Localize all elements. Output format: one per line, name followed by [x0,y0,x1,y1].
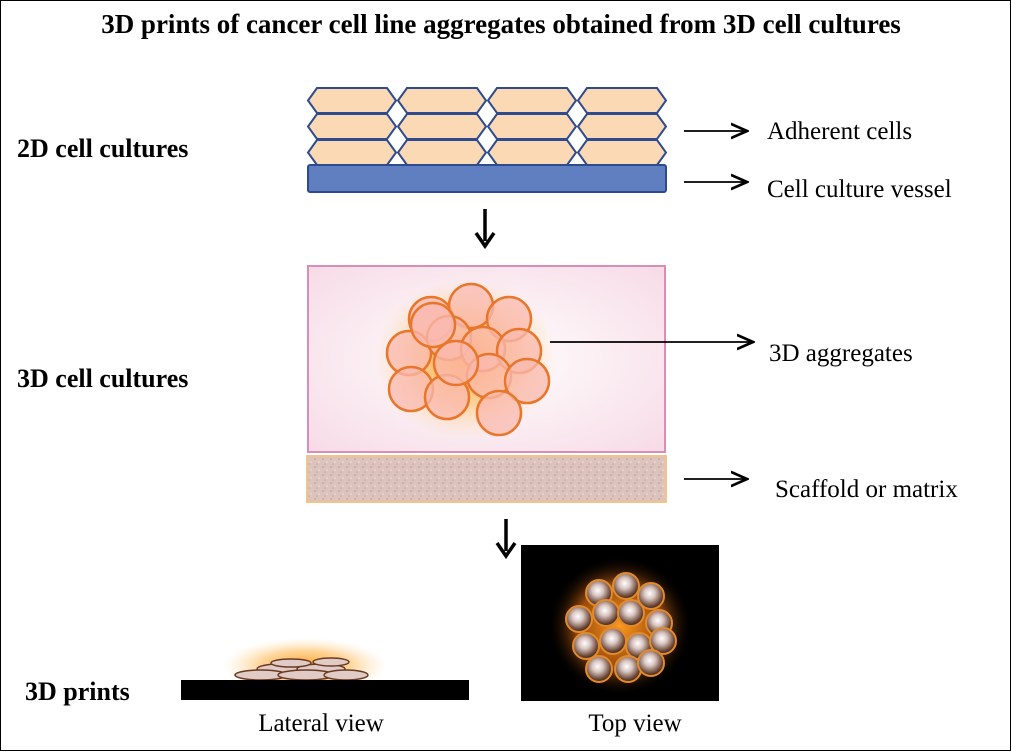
aggregate-cell [475,389,523,437]
caption-lateral-view: Lateral view [258,710,384,737]
adherent-cell [396,87,488,114]
adherent-cell [486,87,578,114]
lateral-bead [312,657,350,667]
adherent-cell [486,113,578,140]
scaffold-matrix [306,455,667,503]
lateral-bead [323,669,369,681]
down-arrow-2 [495,519,517,560]
lateral-beads [234,657,369,681]
lateral-bead [270,658,312,668]
aggregate-cell [432,339,480,387]
top-view-bead [599,627,627,655]
figure-title: 3D prints of cancer cell line aggregates… [101,9,901,39]
adherent-cell [306,139,398,166]
caption-top-view: Top view [588,710,681,737]
row-label-2d: 2D cell cultures [17,134,188,163]
adherent-cell [576,139,668,166]
adherent-cells-layer [306,87,668,166]
label-culture-vessel: Cell culture vessel [767,176,952,203]
row-label-3d: 3D cell cultures [17,364,188,393]
adherent-cell [486,139,578,166]
adherent-cell [396,113,488,140]
row-label-prints: 3D prints [25,677,130,706]
adherent-cell [576,87,668,114]
adherent-cell [306,113,398,140]
aggregate-cells [385,282,551,437]
top-view-bead [585,655,613,683]
aggregate-cell [503,357,551,405]
label-adherent-cells: Adherent cells [767,118,912,145]
top-view-bead [637,649,665,677]
lateral-base [181,680,469,700]
top-view-beads [565,572,677,683]
top-view-bead [637,582,665,610]
top-view-bead [565,605,593,633]
culture-vessel [307,164,667,193]
top-view-print [521,545,719,701]
adherent-cell [576,113,668,140]
aggregate-cell [409,301,457,349]
label-scaffold: Scaffold or matrix [775,476,958,503]
label-3d-aggregates: 3D aggregates [769,340,913,367]
top-view-bead [612,572,640,600]
adherent-cell [396,139,488,166]
top-view-bead [572,632,600,660]
top-view-bead [614,655,642,683]
lateral-view-print [181,638,469,700]
adherent-cell [306,87,398,114]
down-arrow-1 [474,209,496,250]
top-view-bead [649,627,677,655]
top-view-bead [617,599,645,627]
top-view-bead [592,599,620,627]
